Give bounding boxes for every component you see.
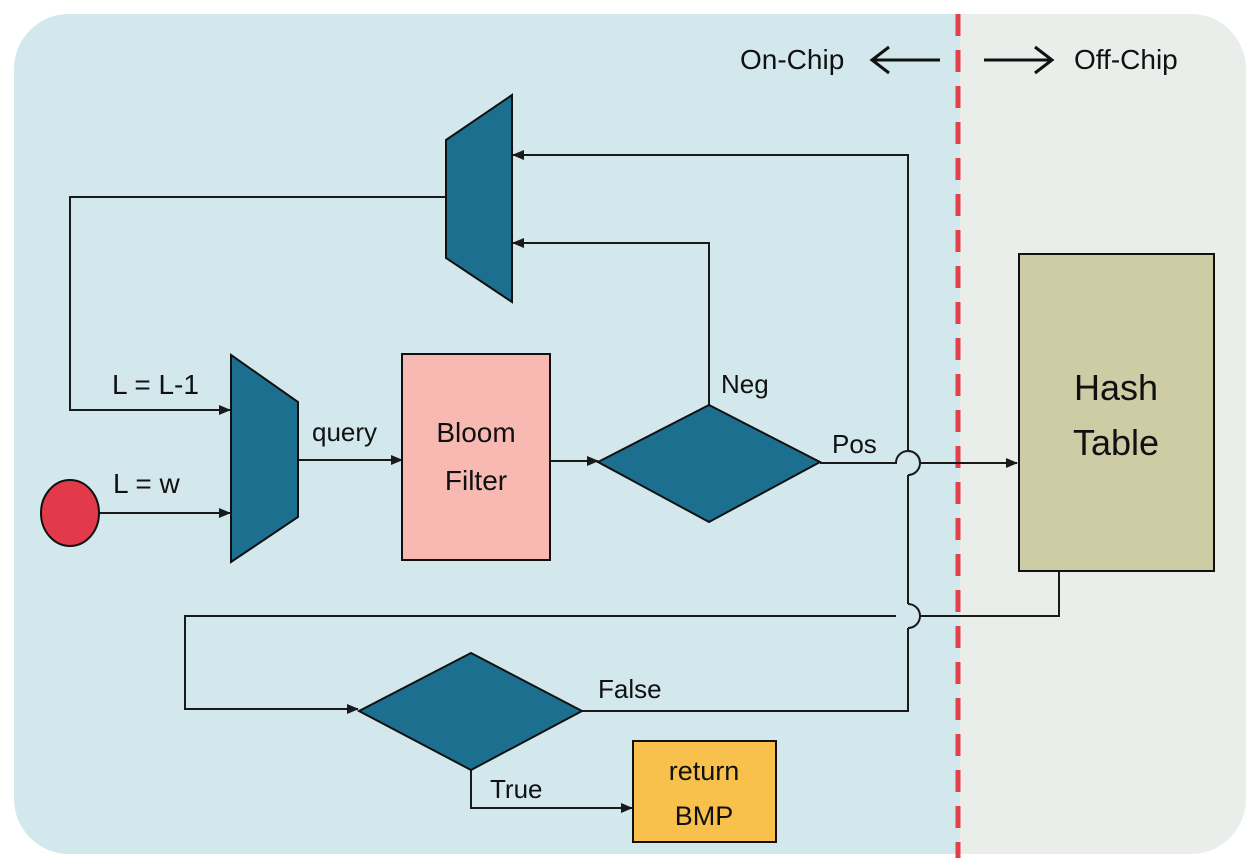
edge-label-pos: Pos [832, 429, 877, 459]
wire-true [470, 770, 633, 813]
edge-label-feedback: L = L-1 [112, 369, 199, 400]
bloom-filter-label-line2: Filter [445, 465, 507, 496]
hash-table-label-line1: Hash [1074, 367, 1158, 408]
wire-hash-to-decision [184, 615, 896, 714]
edge-label-query: query [312, 417, 377, 447]
edge-label-true: True [490, 774, 543, 804]
on-chip-label: On-Chip [740, 44, 844, 75]
bottom-multiplexer [230, 353, 299, 564]
wire-false-loop-top [512, 150, 909, 451]
right-arrow-icon [984, 45, 1055, 75]
start-node [40, 479, 100, 547]
hash-decision-diamond [356, 651, 585, 772]
wire-hop-pos [907, 450, 921, 476]
connection-wires [69, 150, 1060, 813]
return-bmp-label-line1: return [669, 756, 740, 786]
return-bmp-label-line2: BMP [675, 801, 734, 831]
top-multiplexer [445, 93, 513, 304]
return-bmp-box [632, 740, 777, 843]
bloom-filter-label-line1: Bloom [436, 417, 515, 448]
edge-label-false: False [598, 674, 662, 704]
hash-table-box [1018, 253, 1215, 572]
wire-hash-out [920, 571, 1060, 617]
edge-label-neg: Neg [721, 369, 769, 399]
hash-table-label-line2: Table [1073, 422, 1159, 463]
left-arrow-icon [869, 45, 940, 75]
off-chip-label: Off-Chip [1074, 44, 1178, 75]
edge-label-init: L = w [113, 468, 180, 499]
bloom-filter-box [401, 353, 551, 561]
bloom-decision-diamond [595, 403, 823, 524]
wire-neg [512, 238, 710, 405]
wire-false-loop [582, 628, 909, 712]
wire-feedback [69, 196, 446, 415]
